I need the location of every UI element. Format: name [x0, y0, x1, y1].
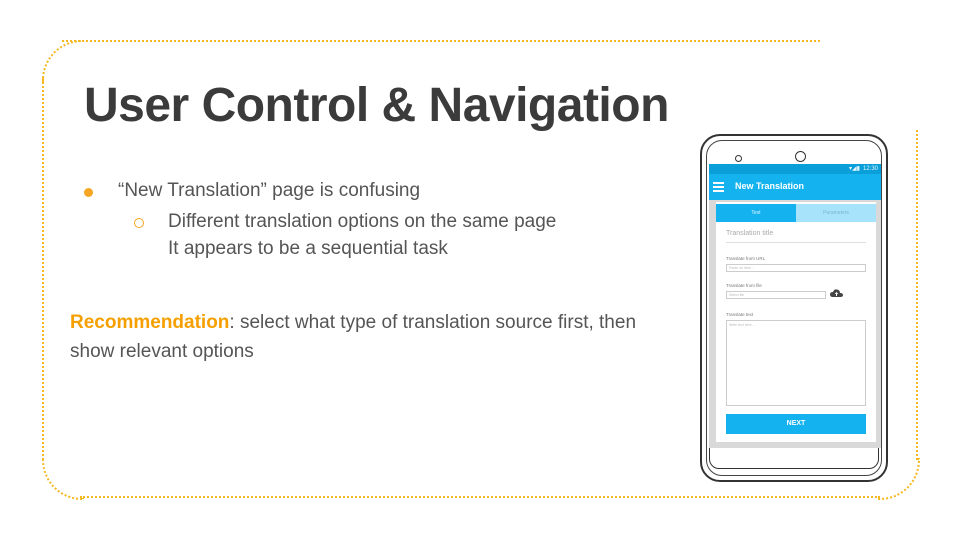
app-bar: New Translation [709, 174, 881, 200]
sub-bullet-continuation: It appears to be a sequential task [168, 238, 448, 259]
dotted-frame-right [916, 130, 918, 460]
phone-screen: ▾◢▮12:30 New Translation Text Parameters… [709, 164, 881, 448]
sub-bullet-text: Different translation options on the sam… [168, 211, 557, 232]
url-input[interactable]: Paste url here... [726, 264, 866, 272]
dotted-frame-corner [42, 458, 84, 500]
tab-bar: Text Parameters [716, 204, 876, 222]
bullet-dot-icon [84, 188, 93, 197]
tab-text[interactable]: Text [716, 204, 796, 222]
dotted-frame-top [62, 40, 820, 42]
cloud-upload-icon[interactable] [830, 289, 843, 298]
recommendation: Recommendation: select what type of tran… [70, 308, 650, 366]
phone-mockup: ▾◢▮12:30 New Translation Text Parameters… [700, 134, 888, 482]
text-label: Translate text [726, 312, 754, 317]
bullet-ring-icon [134, 218, 144, 228]
recommendation-text: : select what type of translation source… [70, 312, 637, 362]
tab-parameters[interactable]: Parameters [796, 204, 876, 222]
from-url-label: Translate from URL [726, 256, 766, 261]
speaker-icon [735, 155, 742, 162]
app-title: New Translation [735, 181, 805, 191]
from-file-label: Translate from file [726, 283, 762, 288]
form-card: Text Parameters Translation title Transl… [716, 202, 876, 442]
next-button[interactable]: NEXT [726, 414, 866, 434]
text-input[interactable]: Write text here... [726, 320, 866, 406]
status-bar: ▾◢▮12:30 [709, 164, 881, 174]
status-time: 12:30 [862, 166, 878, 172]
slide-title: User Control & Navigation [84, 79, 669, 132]
status-icons: ▾◢▮ [849, 166, 860, 172]
dotted-frame-left [42, 78, 44, 460]
bullet-text: “New Translation” page is confusing [118, 180, 421, 201]
translation-title-field[interactable]: Translation title [726, 230, 774, 237]
dotted-frame-corner [42, 40, 84, 82]
recommendation-label: Recommendation [70, 312, 230, 333]
file-input[interactable]: Select file [726, 291, 826, 299]
camera-icon [795, 151, 806, 162]
dotted-frame-bottom [80, 496, 880, 498]
hamburger-menu-icon[interactable] [713, 182, 724, 192]
title-underline [726, 242, 866, 243]
